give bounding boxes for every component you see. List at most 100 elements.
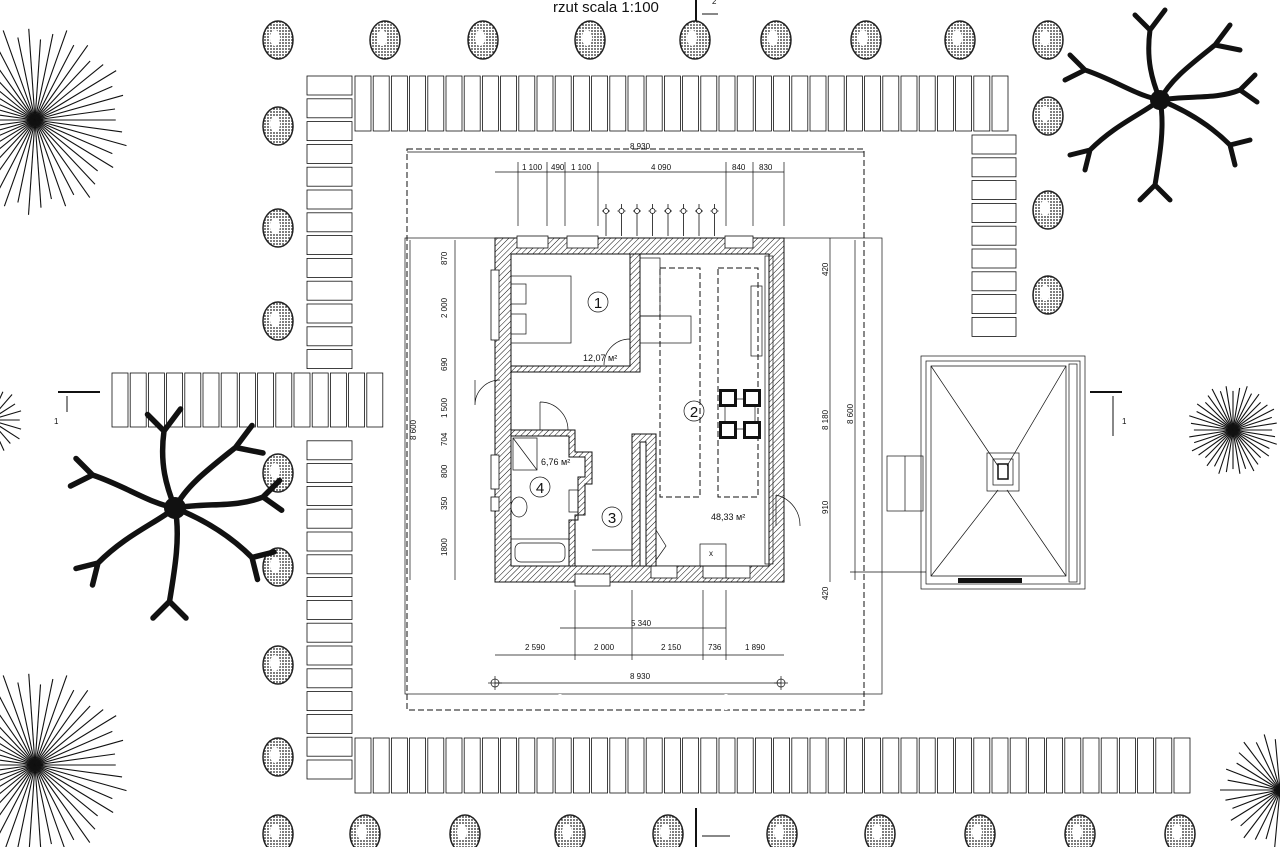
- paving-slab: [971, 271, 1017, 292]
- frond: [0, 754, 36, 766]
- paving-slab: [129, 372, 147, 428]
- bathroom-fixtures: [510, 437, 579, 567]
- paving-slab: [306, 759, 353, 780]
- frond: [0, 119, 36, 126]
- frond: [0, 422, 22, 430]
- section-marker-left: 1: [54, 391, 100, 426]
- paving-slab: [311, 372, 329, 428]
- frond: [0, 69, 36, 121]
- frond: [34, 119, 96, 185]
- window: [724, 235, 754, 249]
- frond: [1232, 401, 1262, 431]
- frond: [0, 51, 36, 121]
- frond: [34, 675, 68, 766]
- paving-slab: [372, 737, 390, 794]
- frond: [34, 70, 117, 121]
- ornament-head: [696, 208, 702, 214]
- frond: [1232, 393, 1253, 431]
- window: [566, 235, 599, 249]
- paving-slab: [306, 349, 353, 370]
- frond: [1232, 386, 1248, 431]
- paving-slab: [518, 737, 536, 794]
- room-area: 12,07 м²: [583, 353, 617, 363]
- dim-top-1: 1 100: [522, 163, 543, 172]
- frond: [1190, 422, 1234, 431]
- frond: [1189, 415, 1234, 431]
- shrub-highlight: [858, 30, 868, 46]
- paving-slab: [306, 440, 353, 461]
- frond: [1254, 789, 1280, 840]
- entrance-door: [474, 379, 501, 406]
- paving-slab: [348, 372, 366, 428]
- frond: [1274, 739, 1280, 791]
- frond: [0, 759, 36, 766]
- frond: [1232, 404, 1268, 431]
- paving-slab: [627, 737, 645, 794]
- paving-slab: [864, 737, 881, 794]
- frond: [34, 764, 52, 845]
- paving-slab: [971, 248, 1017, 269]
- tree-trunk: [164, 497, 186, 519]
- frond: [1232, 429, 1276, 438]
- paving-slab: [306, 326, 353, 347]
- window: [490, 454, 500, 490]
- frond: [2, 675, 36, 766]
- paving-slab: [427, 737, 445, 794]
- shrub-highlight: [270, 655, 280, 671]
- frond: [1225, 386, 1234, 431]
- paving-slab: [445, 737, 463, 794]
- paving-slab: [791, 75, 809, 132]
- room-1-label: 1 12,07 м²: [583, 291, 617, 363]
- roof-outline-dashed: [406, 148, 865, 711]
- counter-outline: [717, 267, 759, 498]
- ornament-head: [680, 208, 687, 214]
- sofa-back: [639, 257, 661, 317]
- frond: [34, 764, 113, 800]
- paving-slab: [306, 508, 353, 529]
- shrub-highlight: [582, 30, 592, 46]
- frond: [34, 33, 54, 121]
- frond: [1232, 429, 1247, 469]
- paving-slab: [573, 75, 590, 132]
- frond: [34, 94, 124, 121]
- frond: [0, 81, 36, 121]
- frond: [0, 726, 36, 766]
- frond: [34, 39, 42, 121]
- palm-tree: [0, 391, 22, 451]
- paving-slab: [257, 372, 275, 428]
- frond: [1274, 789, 1280, 847]
- window: [490, 269, 500, 341]
- bathroom-door: [539, 401, 569, 431]
- paving-slab: [554, 75, 572, 132]
- shrub-highlight: [270, 747, 280, 763]
- frond: [34, 764, 91, 843]
- paving-slab: [306, 212, 353, 233]
- frond: [34, 753, 116, 766]
- frond: [0, 764, 36, 776]
- frond: [1263, 734, 1280, 791]
- shrub-highlight: [660, 824, 670, 840]
- frond: [28, 28, 36, 121]
- frond: [34, 764, 65, 847]
- room-2-label: 2 48,33 м²: [683, 400, 745, 522]
- paving-slab: [202, 372, 220, 428]
- frond: [0, 764, 36, 804]
- paving-slab: [306, 736, 353, 757]
- frond: [34, 119, 67, 207]
- frond: [34, 119, 113, 155]
- shrub-highlight: [774, 824, 784, 840]
- bedroom-walls: [510, 253, 641, 373]
- dim-right-outer: 8 600: [846, 403, 855, 424]
- frond: [1243, 789, 1280, 839]
- paving-slab: [809, 75, 827, 132]
- frond: [34, 764, 98, 817]
- frond: [1227, 779, 1280, 791]
- room-number: 3: [608, 510, 616, 527]
- paving-slab: [573, 737, 590, 794]
- dim-left-3: 690: [440, 357, 449, 371]
- stove-mark: x: [709, 549, 713, 558]
- paving-slab: [700, 737, 718, 794]
- paving-slab: [354, 737, 372, 794]
- palm-tree: [0, 673, 127, 847]
- frond: [34, 715, 117, 766]
